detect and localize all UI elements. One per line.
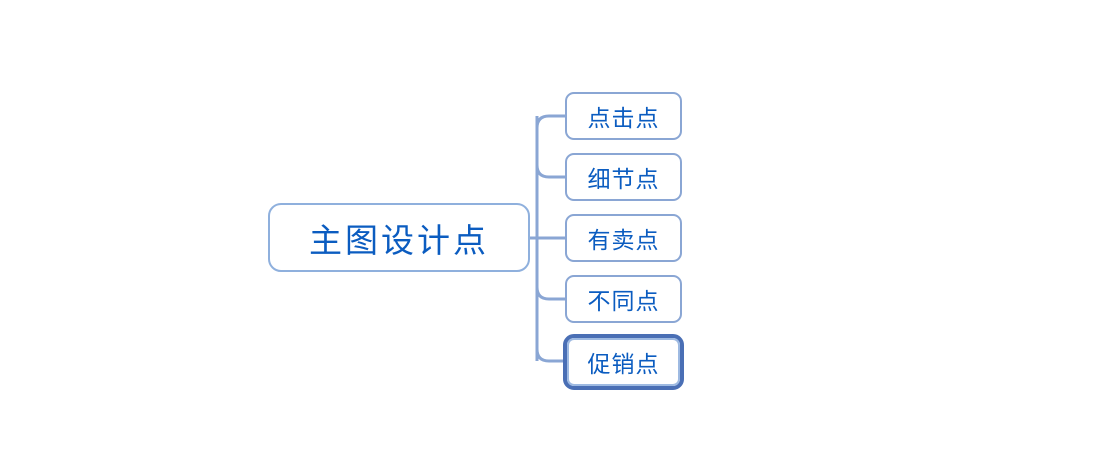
mindmap-child-node-4[interactable]: 不同点 <box>565 275 682 323</box>
connector-branch-0 <box>535 114 565 129</box>
connector-branch-1 <box>535 164 565 179</box>
connector-branch-3 <box>535 286 565 301</box>
mindmap-child-label-4: 不同点 <box>587 289 660 314</box>
mindmap-child-node-3[interactable]: 有卖点 <box>565 214 682 262</box>
mindmap-root-node[interactable]: 主图设计点 <box>268 203 530 272</box>
mindmap-child-label-2: 细节点 <box>587 167 660 192</box>
mindmap-child-node-1[interactable]: 点击点 <box>565 92 682 140</box>
mindmap-child-label-1: 点击点 <box>587 106 660 131</box>
mindmap-root-label: 主图设计点 <box>309 223 489 260</box>
mindmap-child-label-3: 有卖点 <box>587 228 660 253</box>
connector-branch-4 <box>535 348 563 363</box>
mindmap-child-label-5: 促销点 <box>587 352 660 377</box>
mindmap-child-node-5[interactable]: 促销点 <box>567 338 680 386</box>
mindmap-child-node-5-selection-frame[interactable]: 促销点 <box>563 334 684 390</box>
mindmap-child-node-2[interactable]: 细节点 <box>565 153 682 201</box>
